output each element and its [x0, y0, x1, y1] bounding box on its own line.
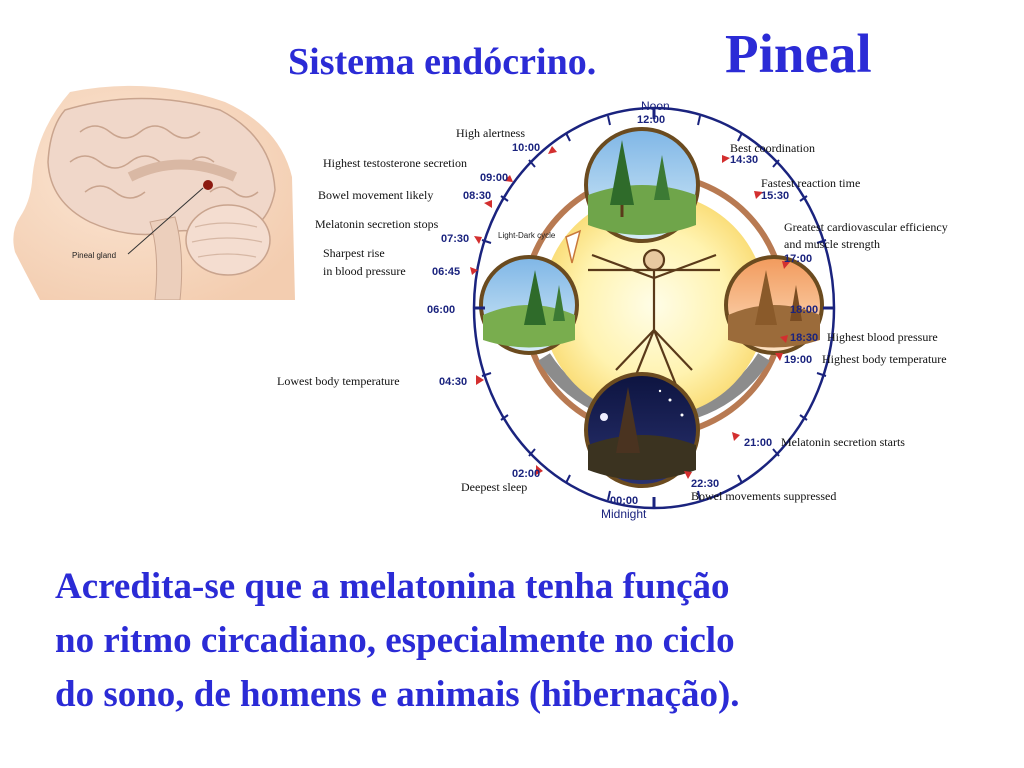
time-0730: 07:30: [441, 233, 469, 245]
time-1530: 15:30: [761, 190, 789, 202]
cycle-pointer-icon: [565, 229, 582, 264]
event-melatonin-starts: Melatonin secretion starts: [781, 435, 905, 449]
brain-folds: [69, 125, 259, 199]
time-0830: 08:30: [463, 190, 491, 202]
time-1430: 14:30: [730, 154, 758, 166]
time-1000: 10:00: [512, 142, 540, 154]
time-0200: 02:00: [512, 468, 540, 480]
caption-line-1: Acredita-se que a melatonina tenha funçã…: [55, 566, 730, 607]
title-main: Sistema endócrino.: [288, 41, 597, 83]
time-1700: 17:00: [784, 253, 812, 265]
noon-label: Noon: [641, 99, 670, 113]
vitruvian-figure: [588, 248, 720, 386]
time-2100: 21:00: [744, 437, 772, 449]
scene-night: [584, 372, 700, 488]
event-bowel-likely: Bowel movement likely: [318, 188, 433, 202]
cerebellum: [185, 204, 271, 276]
time-0430: 04:30: [439, 376, 467, 388]
event-fastest-reaction: Fastest reaction time: [761, 176, 860, 190]
time-1830: 18:30: [790, 332, 818, 344]
time-1800: 18:00: [790, 304, 818, 316]
pineal-gland: [203, 180, 213, 190]
slide-title: Sistema endócrino. Pineal: [0, 22, 1024, 92]
event-deepest-sleep: Deepest sleep: [461, 480, 527, 494]
time-1900: 19:00: [784, 354, 812, 366]
event-bowel-suppressed: Bowel movements suppressed: [691, 489, 836, 503]
time-2230: 22:30: [691, 478, 719, 490]
brain-illustration: Pineal gland: [13, 85, 295, 300]
time-midnight: 00:00: [610, 495, 638, 507]
caption-text: Acredita-se que a melatonina tenha funçã…: [55, 560, 955, 722]
clock-ticks: [474, 108, 834, 508]
time-0645: 06:45: [432, 266, 460, 278]
event-cardio-1: Greatest cardiovascular efficiency: [784, 220, 948, 234]
event-highest-bp: Highest blood pressure: [827, 330, 938, 344]
event-markers: [470, 146, 790, 479]
corpus-callosum: [127, 159, 238, 182]
event-cardio-2: and muscle strength: [784, 237, 880, 251]
event-sharpest-rise-1: Sharpest rise: [323, 246, 385, 260]
cycle-label: Light-Dark cycle: [498, 231, 556, 240]
caption-line-2: no ritmo circadiano, especialmente no ci…: [55, 620, 735, 661]
scene-morning: [479, 255, 579, 355]
time-noon: 12:00: [637, 114, 665, 126]
event-highest-temp: Highest body temperature: [822, 352, 947, 366]
event-sharpest-rise-2: in blood pressure: [323, 264, 406, 278]
brainstem: [149, 216, 183, 300]
scene-noon: [584, 127, 700, 243]
event-lowest-temp: Lowest body temperature: [277, 374, 400, 388]
pineal-pointer: [127, 187, 204, 255]
pineal-label: Pineal gland: [72, 251, 116, 260]
circadian-clock-diagram: Light-Dark cycle: [277, 99, 948, 521]
caption-line-3: do sono, de homens e animais (hibernação…: [55, 674, 740, 715]
event-testosterone: Highest testosterone secretion: [323, 156, 467, 170]
event-high-alertness: High alertness: [456, 126, 525, 140]
midnight-label: Midnight: [601, 507, 647, 521]
time-0600: 06:00: [427, 304, 455, 316]
time-0900: 09:00: [480, 172, 508, 184]
cerebellum-folds: [191, 222, 263, 258]
title-emphasis: Pineal: [725, 23, 872, 84]
event-best-coordination: Best coordination: [730, 141, 815, 155]
event-melatonin-stops: Melatonin secretion stops: [315, 217, 439, 231]
scene-evening: [724, 255, 824, 355]
